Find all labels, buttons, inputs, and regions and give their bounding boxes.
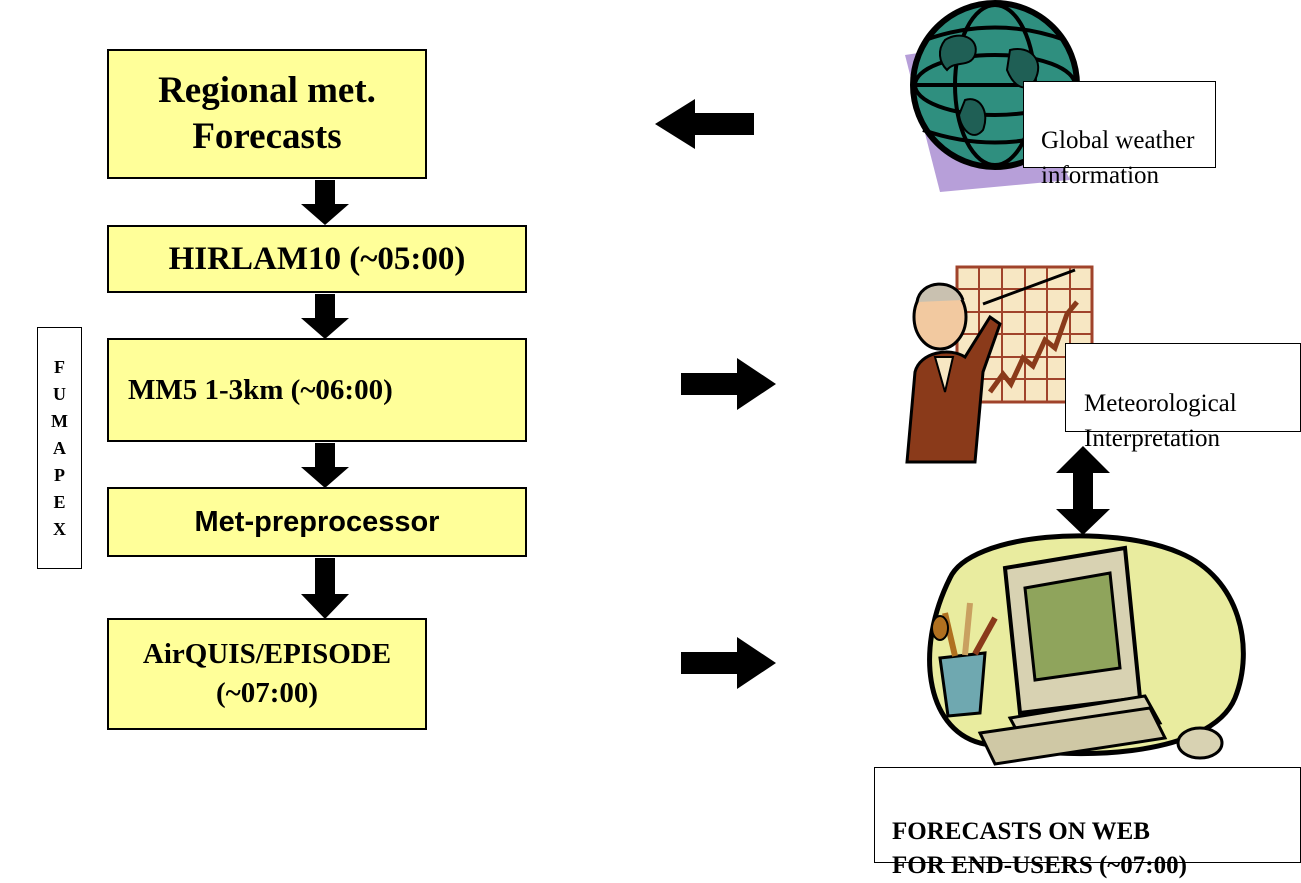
met-preprocessor-label: Met-preprocessor — [194, 505, 440, 538]
fumapex-letter: M — [51, 410, 68, 431]
regional-met-forecasts-box: Regional met. Forecasts — [107, 49, 427, 179]
airquis-episode-box: AirQUIS/EPISODE (~07:00) — [107, 618, 427, 730]
down-arrow-3 — [301, 443, 349, 488]
regional-met-forecasts-label: Regional met. Forecasts — [158, 69, 376, 157]
down-arrow-1 — [301, 180, 349, 225]
mm5-label: MM5 1-3km (~06:00) — [128, 373, 393, 406]
global-weather-label-box: Global weather information — [1023, 81, 1216, 189]
presenter-chart-icon — [905, 265, 1094, 464]
meteorological-interpretation-label-box: Meteorological Interpretation — [1065, 343, 1301, 452]
fumapex-letter: E — [53, 491, 66, 512]
fumapex-letter: A — [53, 437, 66, 458]
forecasts-on-web-label: FORECASTS ON WEB FOR END-USERS (~07:00) — [892, 818, 1187, 879]
fumapex-letter: F — [54, 356, 65, 377]
met-preprocessor-box: Met-preprocessor — [107, 487, 527, 557]
fumapex-letter: P — [54, 464, 65, 485]
right-arrow-icon — [681, 358, 776, 410]
right-arrow-icon — [681, 637, 776, 689]
hirlam10-label: HIRLAM10 (~05:00) — [168, 240, 466, 277]
down-arrow-2 — [301, 294, 349, 339]
computer-icon — [927, 533, 1246, 766]
forecasts-on-web-label-box: FORECASTS ON WEB FOR END-USERS (~07:00) — [874, 767, 1301, 879]
global-weather-label: Global weather information — [1041, 127, 1195, 189]
fumapex-label-box: F U M A P E X — [37, 327, 82, 569]
fumapex-letter: X — [53, 518, 66, 539]
double-arrow-icon — [1056, 446, 1110, 535]
hirlam10-box: HIRLAM10 (~05:00) — [107, 225, 527, 293]
down-arrow-4 — [301, 558, 349, 619]
meteorological-interpretation-label: Meteorological Interpretation — [1084, 390, 1237, 452]
mm5-box: MM5 1-3km (~06:00) — [107, 338, 527, 442]
airquis-episode-label: AirQUIS/EPISODE (~07:00) — [142, 637, 392, 709]
fumapex-letter: U — [53, 383, 66, 404]
left-arrow-icon — [655, 99, 754, 149]
